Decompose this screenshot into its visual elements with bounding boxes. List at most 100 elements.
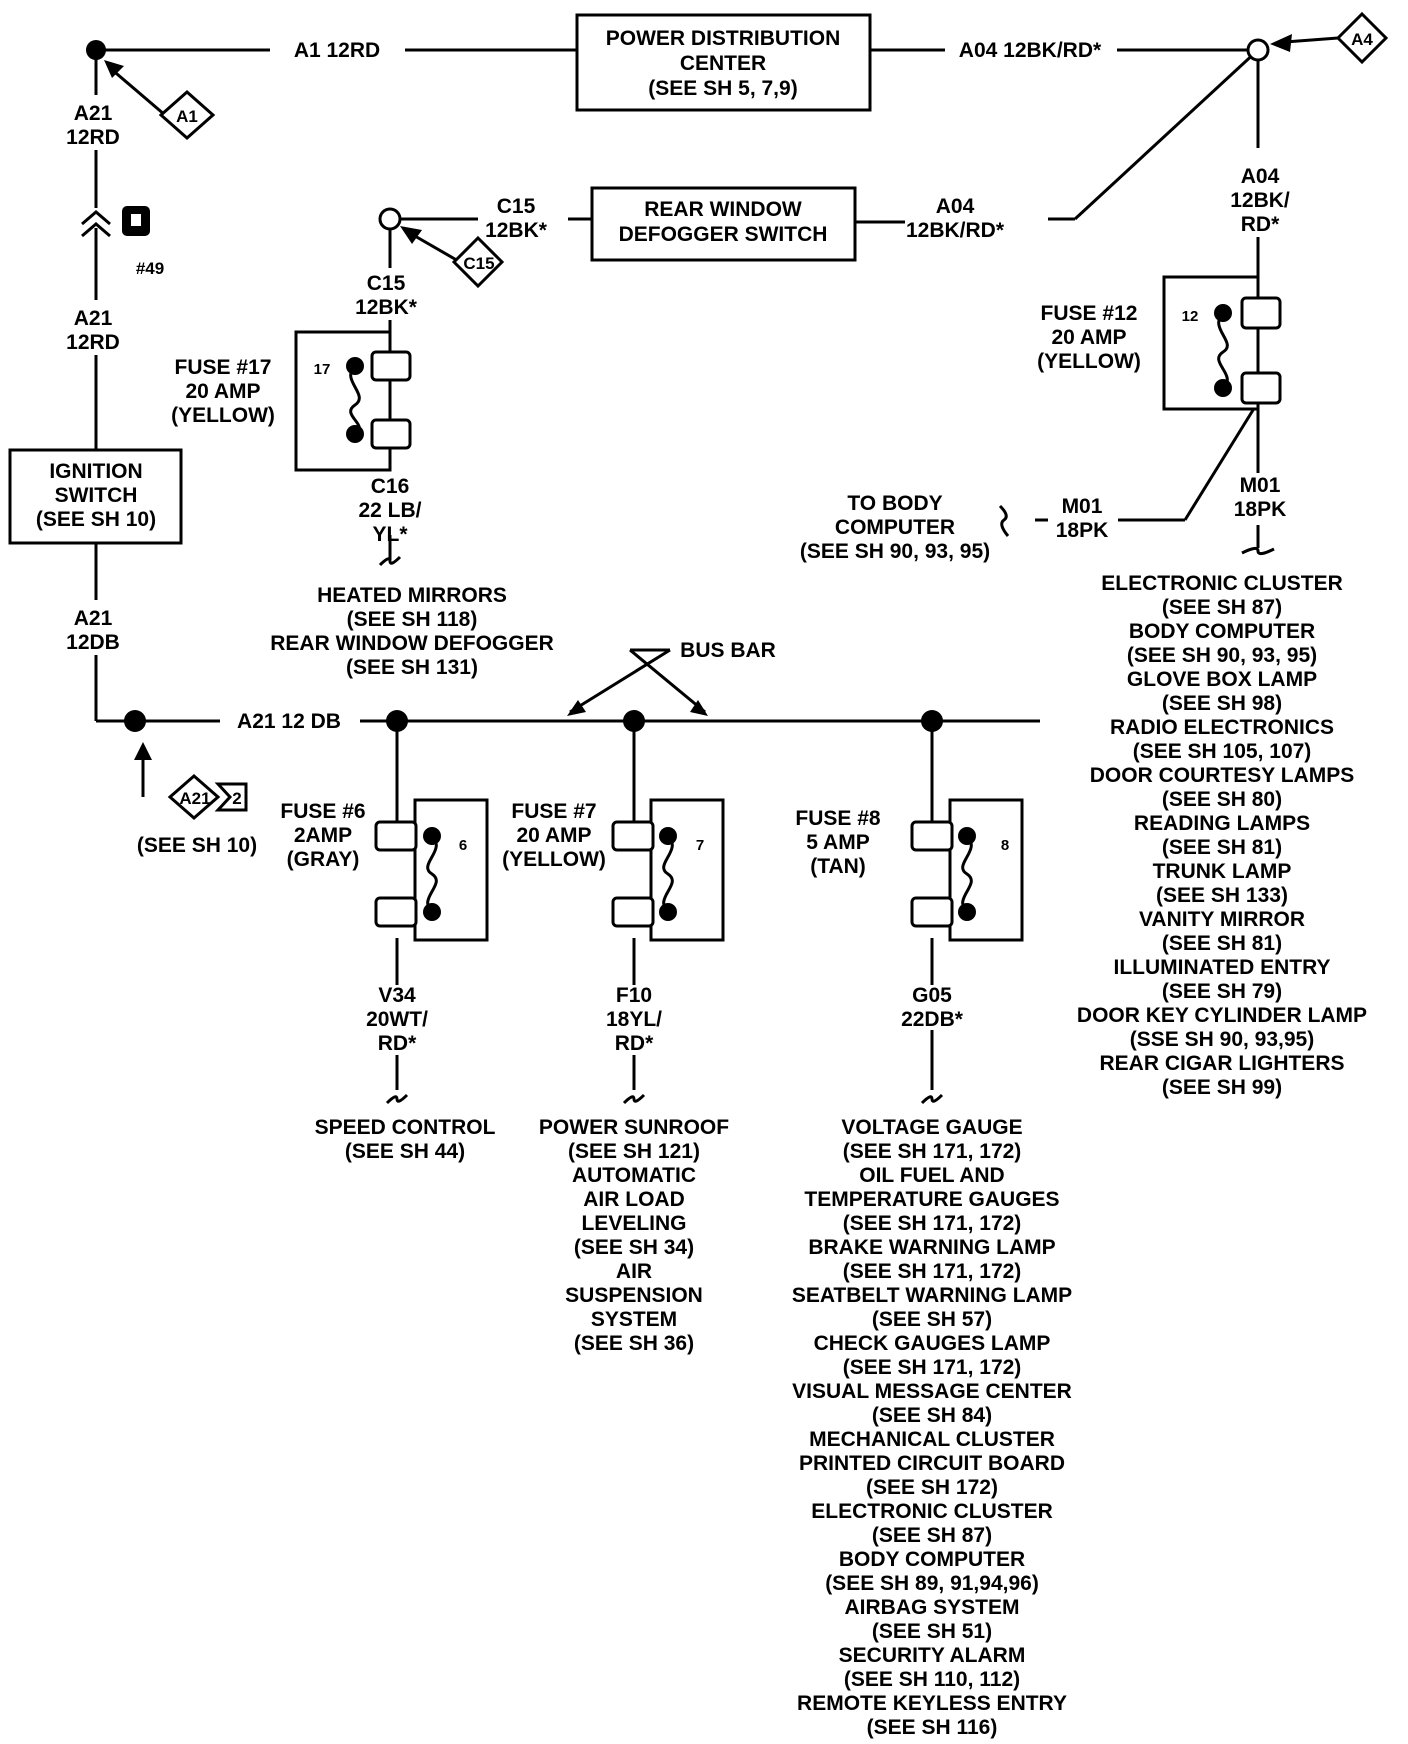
fuse7-wire-line1: F10: [616, 984, 652, 1007]
power-distribution-center: POWER DISTRIBUTION CENTER (SEE SH 5, 7,9…: [575, 13, 872, 112]
rear-load-4: (SEE SH 131): [346, 656, 478, 679]
fuse8-load-17: ELECTRONIC CLUSTER: [811, 1500, 1053, 1523]
fuse8-load-22: (SEE SH 51): [872, 1620, 992, 1643]
a21-top-line2: 12RD: [66, 126, 120, 149]
right-load-5: GLOVE BOX LAMP: [1127, 668, 1317, 691]
right-load-14: (SEE SH 133): [1156, 884, 1288, 907]
see-sh10: (SEE SH 10): [137, 834, 257, 857]
fuse8-wire-line1: G05: [912, 984, 952, 1007]
splice-a1: [86, 40, 106, 60]
fuse8-load-25: REMOTE KEYLESS ENTRY: [797, 1692, 1067, 1715]
to-body-line1: TO BODY: [847, 492, 942, 515]
fuse7-load-10: (SEE SH 36): [574, 1332, 694, 1355]
fuse8-wire-line2: 22DB*: [901, 1008, 964, 1031]
fuse8-load-3: OIL FUEL AND: [859, 1164, 1004, 1187]
splice-a21: [124, 710, 146, 732]
fuse8-label-line3: (TAN): [810, 855, 866, 878]
a04-rear-line2: 12BK/RD*: [906, 219, 1005, 242]
svg-text:CENTER: CENTER: [680, 52, 766, 75]
a21-top-line1: A21: [74, 102, 113, 125]
right-load-19: DOOR KEY CYLINDER LAMP: [1077, 1004, 1367, 1027]
svg-text:#49: #49: [136, 259, 164, 278]
fuse6-label-line1: FUSE #6: [280, 800, 365, 823]
svg-text:12: 12: [1182, 308, 1199, 325]
fuse17-label-line2: 20 AMP: [185, 380, 260, 403]
m01-left-line2: 18PK: [1056, 519, 1109, 542]
svg-text:8: 8: [1001, 837, 1009, 854]
c15-wire-line1: C15: [497, 195, 536, 218]
right-load-22: (SEE SH 99): [1162, 1076, 1282, 1099]
right-load-20: (SSE SH 90, 93,95): [1130, 1028, 1314, 1051]
fuse7-load-7: AIR: [616, 1260, 652, 1283]
fuse12-label-line3: (YELLOW): [1037, 350, 1141, 373]
svg-text:7: 7: [696, 837, 704, 854]
right-load-4: (SEE SH 90, 93, 95): [1127, 644, 1317, 667]
c16-line1: C16: [371, 475, 410, 498]
right-load-18: (SEE SH 79): [1162, 980, 1282, 1003]
splice-a04: [1246, 38, 1270, 62]
right-load-17: ILLUMINATED ENTRY: [1114, 956, 1331, 979]
right-load-10: (SEE SH 80): [1162, 788, 1282, 811]
splice-fuse6: [386, 710, 408, 732]
c15-down-line2: 12BK*: [355, 296, 418, 319]
fuse7-load-8: SUSPENSION: [565, 1284, 703, 1307]
bus-wire-label: A21 12 DB: [237, 710, 341, 733]
a21-low-line2: 12DB: [66, 631, 120, 654]
svg-text:POWER DISTRIBUTION: POWER DISTRIBUTION: [606, 27, 841, 50]
harness-breaks: [378, 504, 1275, 1105]
fuse7-load-4: AIR LOAD: [583, 1188, 685, 1211]
fuse7-label-line1: FUSE #7: [511, 800, 596, 823]
svg-text:SWITCH: SWITCH: [55, 484, 138, 507]
fuse8-load-11: (SEE SH 171, 172): [843, 1356, 1022, 1379]
rear-load-3: REAR WINDOW DEFOGGER: [270, 632, 554, 655]
right-load-8: (SEE SH 105, 107): [1133, 740, 1312, 763]
fuse7-label-line2: 20 AMP: [516, 824, 591, 847]
right-load-2: (SEE SH 87): [1162, 596, 1282, 619]
fuse6-label-line2: 2AMP: [294, 824, 352, 847]
right-load-1: ELECTRONIC CLUSTER: [1101, 572, 1343, 595]
fuse8-load-24: (SEE SH 110, 112): [844, 1668, 1020, 1691]
fuse8-load-2: (SEE SH 171, 172): [843, 1140, 1022, 1163]
c15-wire-line2: 12BK*: [485, 219, 548, 242]
fuse7-wire-line3: RD*: [615, 1032, 654, 1055]
svg-text:(SEE SH 10): (SEE SH 10): [36, 508, 156, 531]
fuse8-load-10: CHECK GAUGES LAMP: [814, 1332, 1051, 1355]
fuse12-label-line2: 20 AMP: [1051, 326, 1126, 349]
fuse8-load-23: SECURITY ALARM: [839, 1644, 1026, 1667]
svg-text:C15: C15: [463, 254, 494, 273]
fuse17-label-line3: (YELLOW): [171, 404, 275, 427]
c16-line2: 22 LB/: [358, 499, 421, 522]
rear-load-1: HEATED MIRRORS: [317, 584, 507, 607]
right-load-3: BODY COMPUTER: [1129, 620, 1315, 643]
c16-line3: YL*: [372, 523, 408, 546]
bus-bar-label: BUS BAR: [680, 639, 776, 662]
right-loads-list: ELECTRONIC CLUSTER(SEE SH 87)BODY COMPUT…: [1077, 572, 1367, 1099]
fuse6-label-line3: (GRAY): [287, 848, 360, 871]
fuse17-label-line1: FUSE #17: [175, 356, 272, 379]
connector-a21: A21 2: [167, 774, 248, 820]
connector-c15: C15: [451, 235, 505, 289]
fuse8-load-8: SEATBELT WARNING LAMP: [792, 1284, 1072, 1307]
wire-a1-label: A1 12RD: [294, 39, 380, 62]
splice-fuse7: [623, 710, 645, 732]
fuse8-load-16: (SEE SH 172): [866, 1476, 998, 1499]
fuse8-load-26: (SEE SH 116): [867, 1716, 998, 1739]
fuse7-label-line3: (YELLOW): [502, 848, 606, 871]
fuse7-load-5: LEVELING: [581, 1212, 686, 1235]
m01-left-line1: M01: [1062, 495, 1103, 518]
fuse6-load-1: SPEED CONTROL: [315, 1116, 496, 1139]
right-load-7: RADIO ELECTRONICS: [1110, 716, 1334, 739]
svg-text:17: 17: [314, 361, 331, 378]
fuse-6: 6: [374, 798, 489, 942]
right-load-13: TRUNK LAMP: [1153, 860, 1292, 883]
fuse6-load-2: (SEE SH 44): [345, 1140, 465, 1163]
fuse6-wire-line3: RD*: [378, 1032, 417, 1055]
a04-down-line2: 12BK/: [1230, 189, 1290, 212]
m01-right-line2: 18PK: [1234, 498, 1287, 521]
fuse6-wire-line2: 20WT/: [366, 1008, 428, 1031]
fuse8-load-6: BRAKE WARNING LAMP: [808, 1236, 1055, 1259]
fuse7-load-6: (SEE SH 34): [574, 1236, 694, 1259]
fuse8-load-19: BODY COMPUTER: [839, 1548, 1025, 1571]
svg-text:A21: A21: [179, 789, 210, 808]
